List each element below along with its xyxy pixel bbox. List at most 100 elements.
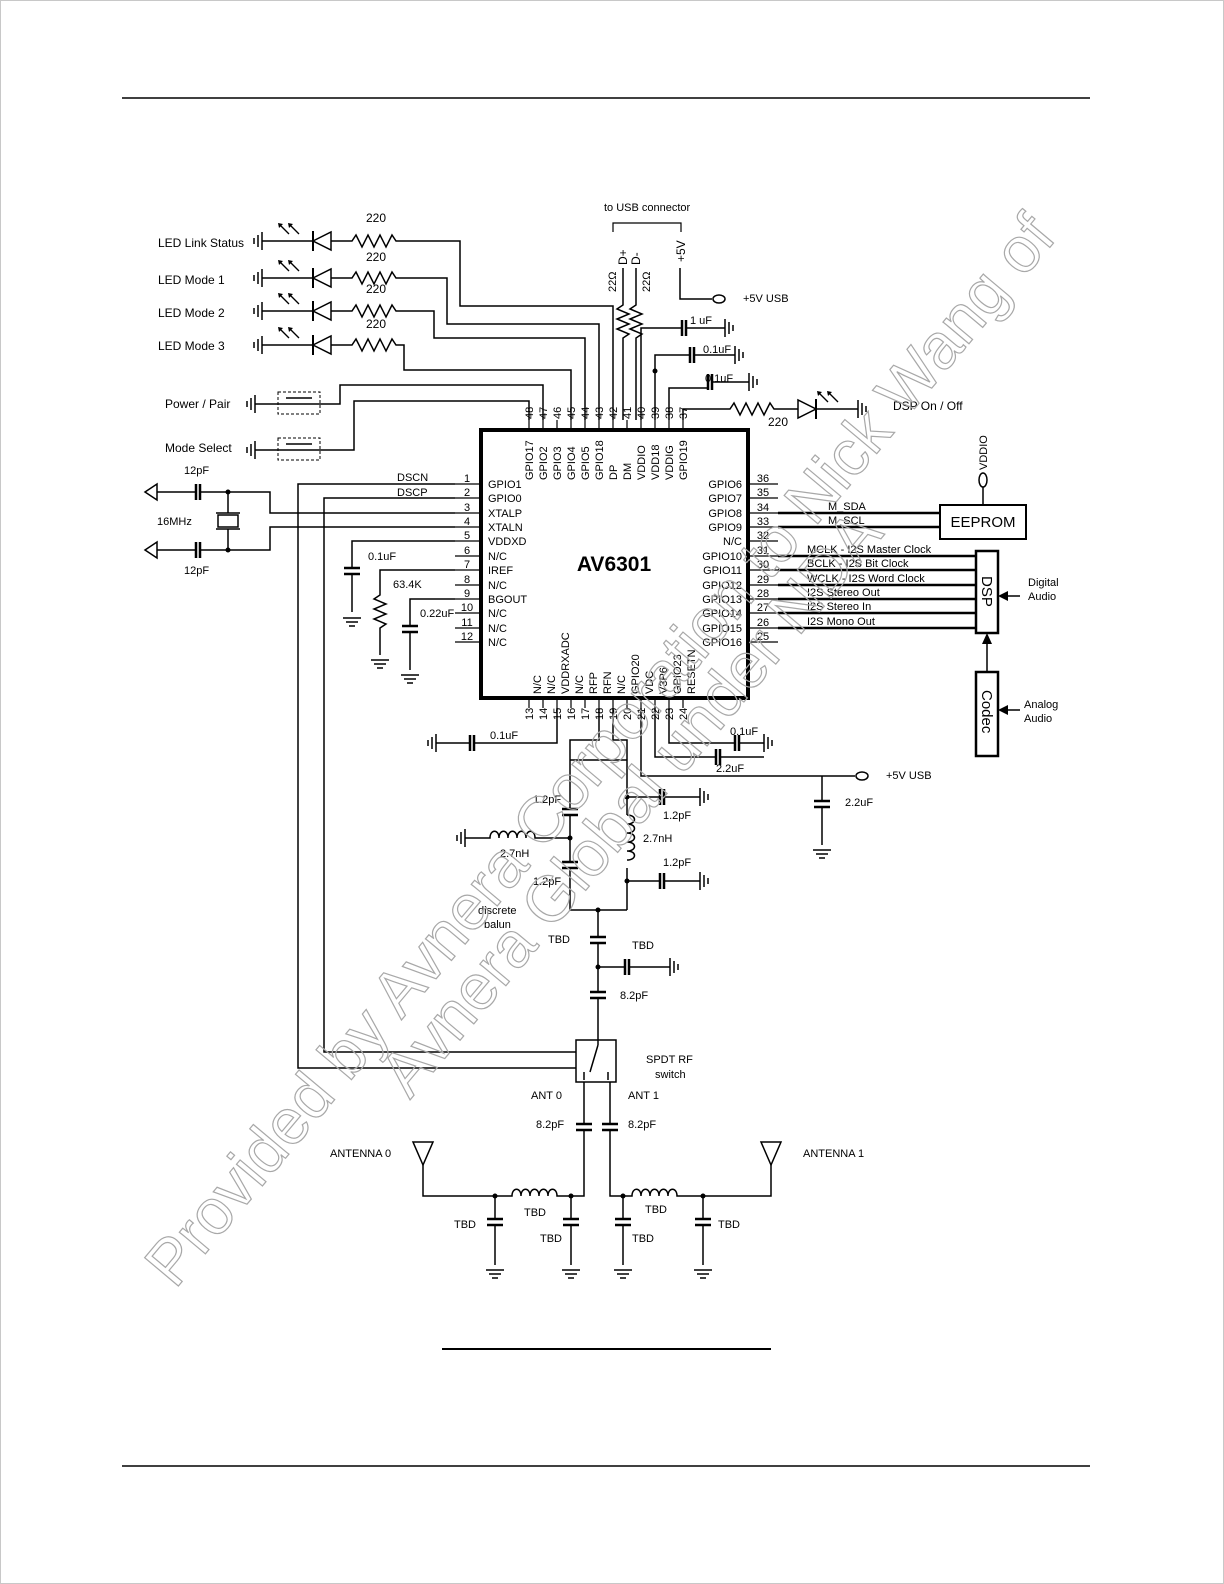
tbd-label: TBD <box>718 1219 740 1231</box>
pin-name: BGOUT <box>488 594 527 606</box>
antenna-icon <box>411 1141 435 1167</box>
pin-number: 11 <box>461 617 472 629</box>
c-ant0: 8.2pF <box>536 1119 564 1131</box>
c-rxadc: 0.1uF <box>490 730 518 742</box>
usb-supply-top: +5V USB <box>743 293 789 305</box>
tbd-label: TBD <box>540 1233 562 1245</box>
pin-number: 16 <box>566 708 578 720</box>
pin-name: GPIO0 <box>488 493 522 505</box>
capacitor-icon <box>468 735 476 751</box>
digital-audio-1: Digital <box>1028 577 1059 589</box>
pin-number: 4 <box>464 516 470 528</box>
ground-icon <box>456 828 466 848</box>
pin-number: 18 <box>594 708 606 720</box>
pin-number: 27 <box>757 602 769 614</box>
ground-icon <box>253 335 263 355</box>
capacitor-icon <box>615 1217 711 1227</box>
ground-icon <box>669 957 679 977</box>
top-pin-numbers: 48 47 46 45 44 43 42 41 40 39 38 37 <box>524 407 690 419</box>
ground-icon <box>748 372 758 392</box>
pin-number: 45 <box>566 407 578 419</box>
tbd-label: TBD <box>645 1204 667 1216</box>
arrow-icon <box>998 705 1008 715</box>
pin-number: 29 <box>757 574 769 586</box>
dsp-signal: I2S Stereo In <box>807 601 871 613</box>
c-top-left: 1.2pF <box>533 794 561 806</box>
bottom-pin-wiring: 0.1uF 0.1uF 2.2uF +5V USB 2.2uF <box>427 708 932 859</box>
usb-r2: 22Ω <box>641 272 653 292</box>
ground-icon <box>734 345 744 365</box>
pin-name: GPIO14 <box>702 608 742 620</box>
pin-name: N/C <box>723 536 742 548</box>
pin-number: 14 <box>538 708 550 720</box>
pin-name: N/C <box>488 551 507 563</box>
capacitor-icon <box>194 542 202 558</box>
dscn-label: DSCN <box>397 472 428 484</box>
mode-select-label: Mode Select <box>165 441 232 455</box>
pin-name: GPIO16 <box>702 637 742 649</box>
ground-icon <box>699 871 709 891</box>
bottom-pin-names: N/C N/C VDDRXADC N/C RFP RFN N/C GPIO20 … <box>532 632 698 694</box>
pin-number: 32 <box>757 530 769 542</box>
antenna-icon <box>759 1141 783 1167</box>
pin-name: GPIO5 <box>580 446 592 480</box>
capacitor-icon <box>623 959 631 975</box>
dsp-label: DSP <box>978 576 995 607</box>
pin-name: N/C <box>546 675 558 694</box>
pin-name: DP <box>608 465 620 480</box>
eeprom-label: EEPROM <box>950 514 1015 531</box>
capacitor-icon <box>658 873 666 889</box>
ground-icon <box>246 394 256 414</box>
analog-audio-2: Audio <box>1024 713 1052 725</box>
codec-block <box>974 670 1000 758</box>
tbd-label: TBD <box>524 1207 546 1219</box>
pin-name: GPIO19 <box>678 440 690 480</box>
mode-select-switch-icon <box>277 437 321 461</box>
pin-name: GPIO12 <box>702 580 742 592</box>
capacitor-icon <box>344 566 360 576</box>
led-label: LED Mode 1 <box>158 273 225 287</box>
pin-number: 8 <box>464 574 470 586</box>
pin-number: 25 <box>757 631 769 643</box>
top-pin-names: GPIO17 GPIO2 GPIO3 GPIO4 GPIO5 GPIO18 DP… <box>524 440 690 480</box>
vddio-terminal-icon <box>978 472 988 488</box>
dsp-signal: WCLK - I2S Word Clock <box>807 573 925 585</box>
supply-terminal-icon <box>855 771 869 781</box>
cap-label: 0.1uF <box>705 373 733 385</box>
pin-number: 15 <box>552 708 564 720</box>
pin-name: GPIO7 <box>708 493 742 505</box>
pin-name: RFN <box>602 671 614 694</box>
capacitor-icon <box>194 484 202 500</box>
pin-number: 12 <box>461 631 473 643</box>
led-icon <box>311 300 332 322</box>
capacitor-icon <box>733 735 741 751</box>
codec-label: Codec <box>978 690 995 734</box>
eeprom-vddio: VDDIO <box>978 435 990 470</box>
page-rules <box>122 97 1090 1467</box>
pin-name: VDDRXADC <box>560 632 572 694</box>
ground-icon <box>370 659 390 669</box>
antenna0-label: ANTENNA 0 <box>330 1148 391 1160</box>
pin-name: V3P6 <box>658 667 670 694</box>
antenna-section: ANTENNA 0 ANTENNA 1 TBD TBD TBD TBD TBD … <box>330 1141 864 1279</box>
crystal-section: 12pF 12pF 16MHz DSCN DSCP <box>143 465 576 1069</box>
pin-number: 21 <box>636 708 648 720</box>
balun-caption: discrete <box>478 905 517 917</box>
led-icon <box>311 230 332 252</box>
crystal-icon <box>217 514 239 528</box>
usb-r1: 22Ω <box>607 272 619 292</box>
pin-name: N/C <box>488 637 507 649</box>
capacitor-icon <box>680 320 688 336</box>
xtal-freq: 16MHz <box>157 516 192 528</box>
c-vdc: 2.2uF <box>716 763 744 775</box>
rf-c-series2: 8.2pF <box>620 990 648 1002</box>
resistor-icon <box>331 270 600 420</box>
ant1-label: ANT 1 <box>628 1090 659 1102</box>
c-v3p6: 0.1uF <box>730 726 758 738</box>
c-ant1: 8.2pF <box>628 1119 656 1131</box>
c-top-right: 1.2pF <box>663 810 691 822</box>
inductor-icon <box>465 830 570 839</box>
pin-number: 46 <box>552 407 564 419</box>
pin-number: 30 <box>757 559 769 571</box>
left-analog-section: 0.1uF 63.4K 0.22uF <box>342 540 455 684</box>
